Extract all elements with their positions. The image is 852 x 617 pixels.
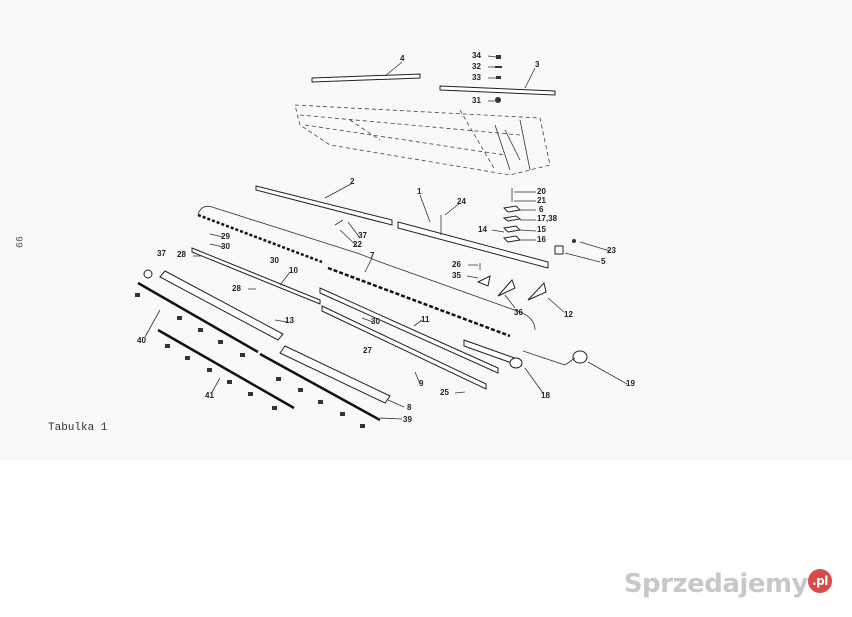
label-5: 5 (601, 257, 606, 266)
label-17-38: 17,38 (537, 214, 558, 223)
label-33: 33 (472, 73, 481, 82)
label-22: 22 (353, 240, 362, 249)
label-28: 28 (177, 250, 186, 259)
label-30c: 30 (371, 317, 380, 326)
label-13: 13 (285, 316, 294, 325)
label-41: 41 (205, 391, 214, 400)
label-24: 24 (457, 197, 466, 206)
part-3-plate (439, 85, 556, 96)
part-1-bar (397, 221, 549, 269)
watermark-logo: Sprzedajemy.pl (624, 569, 832, 599)
label-1: 1 (417, 187, 422, 196)
part-39-bar (259, 352, 381, 422)
label-6: 6 (539, 205, 544, 214)
label-7: 7 (370, 251, 375, 260)
label-30: 30 (221, 242, 230, 251)
label-18: 18 (541, 391, 550, 400)
watermark-text: Sprzedajemy (623, 569, 809, 599)
part-10-bar (191, 247, 321, 305)
part-19-bushing (572, 350, 588, 364)
label-11: 11 (421, 315, 430, 324)
guards (476, 275, 547, 301)
label-37b: 37 (157, 249, 166, 258)
label-16: 16 (537, 235, 546, 244)
label-8: 8 (407, 403, 412, 412)
label-23: 23 (607, 246, 616, 255)
label-4: 4 (400, 54, 405, 63)
header-frame (294, 104, 551, 176)
label-39: 39 (403, 415, 412, 424)
label-21: 21 (537, 196, 546, 205)
label-29: 29 (221, 232, 230, 241)
part-9-bar (321, 305, 487, 390)
table-caption: Tabulka 1 (48, 422, 108, 434)
page-number: 99 (12, 236, 23, 248)
label-12: 12 (564, 310, 573, 319)
label-9: 9 (419, 379, 424, 388)
label-20: 20 (537, 187, 546, 196)
label-36: 36 (514, 308, 523, 317)
label-34: 34 (472, 51, 481, 60)
label-3: 3 (535, 60, 540, 69)
label-27: 27 (363, 346, 372, 355)
part-11-bar (319, 287, 499, 374)
label-15: 15 (537, 225, 546, 234)
part-2-bar (255, 185, 393, 226)
knife-section-right (327, 266, 511, 338)
knife-section-left (197, 213, 323, 264)
watermark-badge: .pl (808, 569, 832, 593)
label-26: 26 (452, 260, 461, 269)
part-41-bar (157, 328, 295, 410)
fastener-stack (495, 55, 502, 103)
label-10: 10 (289, 266, 298, 275)
label-28b: 28 (232, 284, 241, 293)
label-40: 40 (137, 336, 146, 345)
label-30b: 30 (270, 256, 279, 265)
label-31: 31 (472, 96, 481, 105)
part-40-bar (137, 281, 259, 354)
label-35: 35 (452, 271, 461, 280)
label-2: 2 (350, 177, 355, 186)
part-8-plate (279, 345, 391, 404)
guard-fingers (135, 293, 365, 428)
part-4-plate (311, 73, 421, 83)
part-13-plate (159, 270, 284, 341)
label-19: 19 (626, 379, 635, 388)
label-37: 37 (358, 231, 367, 240)
label-14: 14 (478, 225, 487, 234)
label-25: 25 (440, 388, 449, 397)
label-32: 32 (472, 62, 481, 71)
bracket-7 (197, 205, 536, 331)
